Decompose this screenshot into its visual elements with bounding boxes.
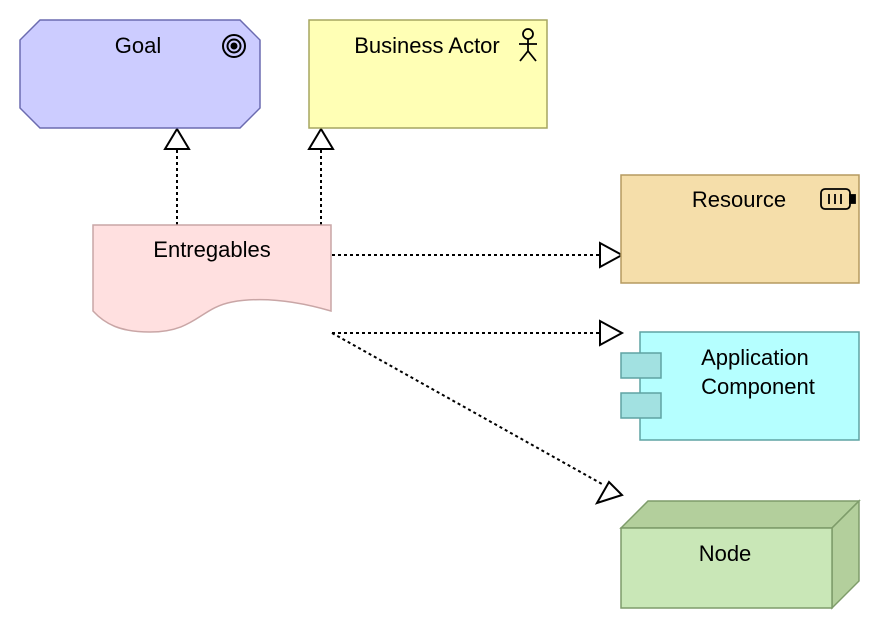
battery-icon [820,188,856,210]
goal-label: Goal [115,33,161,58]
arrowhead-node [594,480,624,505]
node-front-face [620,527,833,609]
application-component-shape [639,331,860,441]
node-label: Node [699,541,752,566]
goal-element[interactable]: Goal [19,19,261,129]
goal-shape [19,19,261,129]
target-icon [222,34,246,58]
business-actor-label: Business Actor [354,33,500,58]
resource-label: Resource [692,187,786,212]
entregables-label: Entregables [153,237,270,262]
resource-shape [620,174,860,284]
resource-element[interactable]: Resource [620,174,860,284]
arrowhead-application-component [599,319,625,347]
relationship-arrowheads [163,127,625,505]
business-actor-shape [308,19,548,129]
entregables-element[interactable]: Entregables [92,224,332,333]
node-element[interactable]: Node [619,499,861,610]
application-component-label-line2: Component [701,374,815,399]
business-actor-element[interactable]: Business Actor [308,19,548,129]
application-component-label-line1: Application [701,345,809,370]
application-component-label: Application Component [701,345,815,399]
realization-to-node-line[interactable] [331,332,603,485]
relationship-lines [176,148,603,485]
node-top-face [619,500,861,529]
stick-figure-icon [519,28,537,62]
arrowhead-business-actor [307,127,335,150]
entregables-shape [92,224,332,333]
arrowhead-goal [163,127,191,150]
component-tabs-icon [620,352,662,419]
application-component-element[interactable]: Application Component [620,331,860,441]
arrowhead-resource [599,241,625,269]
